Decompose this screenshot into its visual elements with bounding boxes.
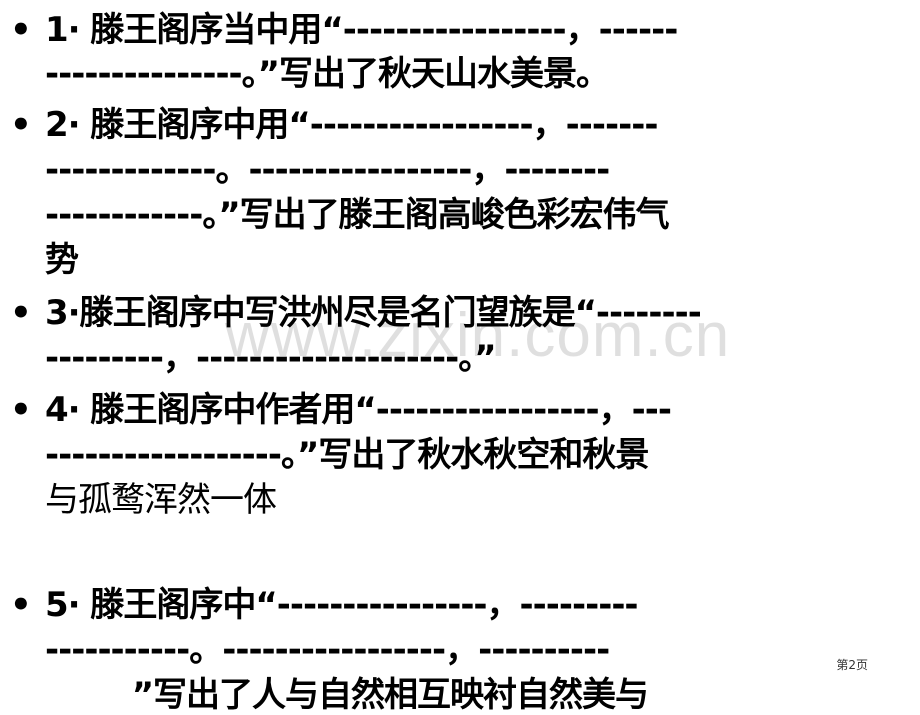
item-2-line-4: 势 xyxy=(45,240,79,280)
watermark: www.zixin.com.cn xyxy=(225,301,731,370)
item-3-line-2: ---------，--------------------。” xyxy=(45,338,497,378)
item-2-line-3: ------------。”写出了滕王阁高峻色彩宏伟气 xyxy=(45,195,670,235)
item-4-line-2: ------------------。”写出了秋水秋空和秋景 xyxy=(45,435,649,475)
item-4-line-3: 与孤鹜浑然一体 xyxy=(45,480,277,520)
page-number: 第2页 xyxy=(836,658,868,672)
item-2-line-1: 2· 滕王阁序中用“-----------------，------- xyxy=(45,105,658,145)
bullet-4: • xyxy=(10,390,32,430)
bullet-3: • xyxy=(10,293,32,333)
bullet-5: • xyxy=(10,585,32,625)
item-5-line-3: ”写出了人与自然相互映衬自然美与 xyxy=(45,675,649,715)
item-4-line-1: 4· 滕王阁序中作者用“-----------------，--- xyxy=(45,390,672,430)
item-1-line-1: 1· 滕王阁序当中用“-----------------，------ xyxy=(45,10,678,50)
item-2-line-2: -------------。-----------------，-------- xyxy=(45,150,610,190)
bullet-2: • xyxy=(10,105,32,145)
item-1-line-2: ---------------。”写出了秋天山水美景。 xyxy=(45,54,610,94)
item-5-line-2: -----------。-----------------，---------- xyxy=(45,630,610,670)
item-5-line-1: 5· 滕王阁序中“----------------，--------- xyxy=(45,585,639,625)
item-3-line-1: 3·滕王阁序中写洪州尽是名门望族是“-------- xyxy=(45,293,702,333)
bullet-1: • xyxy=(10,10,32,50)
